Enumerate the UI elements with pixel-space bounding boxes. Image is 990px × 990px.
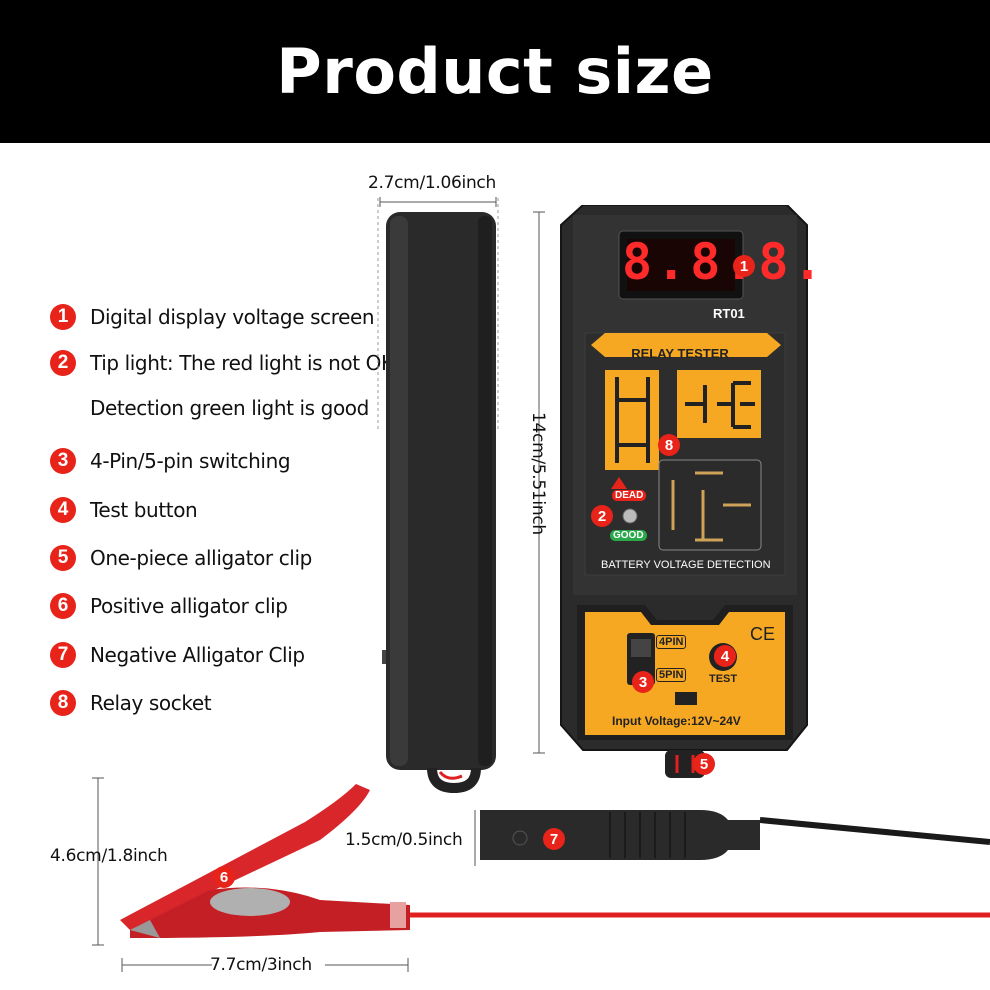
feature-item-2: 2 Tip light: The red light is not OK: [50, 348, 394, 378]
5pin-label: 5PIN: [656, 668, 687, 682]
indicator-led: [622, 508, 638, 524]
relay-tester-banner: [591, 333, 781, 357]
side-edge-shadow: [478, 216, 492, 766]
badge-2: 2: [591, 505, 613, 527]
feature-number: 2: [50, 350, 76, 376]
test-label: TEST: [709, 673, 738, 685]
dead-label: DEAD: [612, 490, 647, 501]
feature-item-5: 5 One-piece alligator clip: [50, 543, 312, 573]
clip-length-arrow: [121, 958, 409, 972]
feature-text: Tip light: The red light is not OK: [90, 351, 394, 375]
feature-number: 6: [50, 593, 76, 619]
socket-panel-left: [605, 370, 659, 470]
feature-number: 5: [50, 545, 76, 571]
clip-length-dimension: 7.7cm/3inch: [210, 955, 312, 975]
negative-clip-dimension: 1.5cm/0.5inch: [345, 830, 463, 850]
height-dimension: 14cm/5.51inch: [528, 412, 548, 535]
feature-item-8: 8 Relay socket: [50, 688, 212, 718]
voltage-display: 8.8.8.: [622, 233, 827, 291]
4pin-label: 4PIN: [656, 635, 687, 649]
clip-spring: [210, 888, 290, 916]
badge-7: 7: [543, 828, 565, 850]
device-side-view: [377, 198, 499, 794]
height-arrow: [533, 211, 545, 754]
relay-tester-label: RELAY TESTER: [631, 346, 729, 361]
good-label: GOOD: [610, 530, 647, 541]
side-body: [386, 212, 496, 770]
feature-text: Positive alligator clip: [90, 594, 288, 618]
side-cable-loop: [427, 767, 481, 794]
device-front-view: [560, 205, 808, 778]
socket-panel-5pin: [658, 459, 762, 551]
negative-clip-ring: [512, 830, 528, 846]
badge-6: 6: [213, 866, 235, 888]
feature-item-1: 1 Digital display voltage screen: [50, 302, 375, 332]
side-red-wire: [438, 770, 463, 780]
pin-switch-knob: [631, 639, 651, 657]
badge-4: 4: [714, 645, 736, 667]
header-banner: Product size: [0, 0, 990, 143]
feature-text: Negative Alligator Clip: [90, 643, 305, 667]
feature-number: 3: [50, 448, 76, 474]
negative-clip-grip: [609, 812, 686, 858]
feature-item-7: 7 Negative Alligator Clip: [50, 640, 305, 670]
ce-mark: CE: [750, 624, 776, 644]
feature-number: 1: [50, 304, 76, 330]
feature-number: 7: [50, 642, 76, 668]
page-title: Product size: [276, 35, 714, 108]
socket-slots-5pin: [671, 471, 751, 542]
width-dimension: 2.7cm/1.06inch: [368, 173, 496, 193]
neg-clip-height-arrow: [474, 810, 476, 866]
side-edge-highlight: [390, 216, 408, 766]
feature-item-2-continued: Detection green light is good: [50, 393, 369, 423]
badge-5: 5: [693, 753, 715, 775]
battery-voltage-label: BATTERY VOLTAGE DETECTION: [601, 559, 771, 571]
display-screen: [627, 239, 735, 291]
clip-boot: [390, 902, 406, 928]
badge-1: 1: [733, 255, 755, 277]
feature-text: Test button: [90, 498, 198, 522]
width-arrow: [379, 197, 497, 207]
clip-height-dimension: 4.6cm/1.8inch: [50, 846, 168, 866]
side-switch: [382, 650, 386, 664]
feature-text: Digital display voltage screen: [90, 305, 375, 329]
input-voltage-label: Input Voltage:12V~24V: [612, 714, 741, 728]
feature-item-6: 6 Positive alligator clip: [50, 591, 288, 621]
battery-icon: [675, 692, 697, 705]
feature-number: 8: [50, 690, 76, 716]
feature-item-4: 4 Test button: [50, 495, 198, 525]
socket-slots-left: [615, 377, 650, 463]
feature-number-blank: [50, 395, 76, 421]
feature-text: 4-Pin/5-pin switching: [90, 449, 291, 473]
feature-item-3: 3 4-Pin/5-pin switching: [50, 446, 291, 476]
positive-clip-assembly: [92, 777, 990, 946]
badge-8: 8: [658, 434, 680, 456]
model-label: RT01: [713, 306, 745, 321]
feature-text: Detection green light is good: [90, 396, 369, 420]
clip-upper-jaw: [120, 784, 370, 930]
negative-cable: [759, 817, 990, 845]
feature-text: One-piece alligator clip: [90, 546, 312, 570]
clip-teeth: [130, 920, 160, 938]
feature-number: 4: [50, 497, 76, 523]
badge-3: 3: [632, 671, 654, 693]
dead-triangle: [611, 477, 627, 489]
feature-text: Relay socket: [90, 691, 212, 715]
socket-slots-right: [685, 381, 755, 429]
